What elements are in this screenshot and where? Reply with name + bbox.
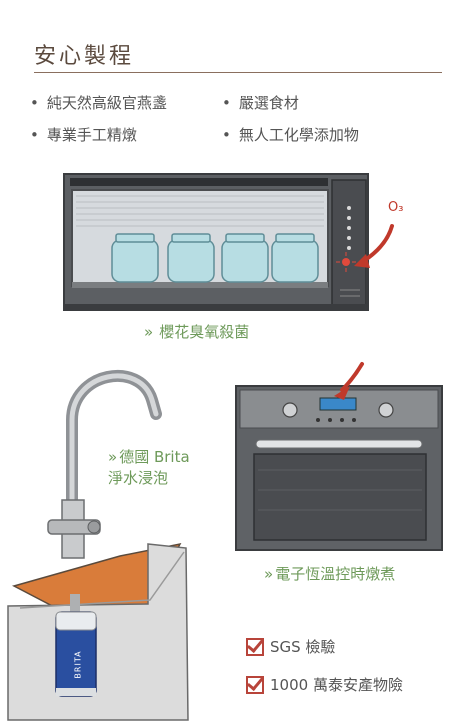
checkbox-checked-icon <box>246 675 264 694</box>
sterilizer-caption: » 櫻花臭氧殺菌 <box>144 321 249 342</box>
check-item-label: 1000 萬泰安產物險 <box>270 676 403 694</box>
caption-arrow-icon: » <box>264 565 274 583</box>
bullet-item: 嚴選食材 <box>222 92 299 113</box>
caption-arrow-icon: » <box>144 323 154 341</box>
brita-caption-line1: 德國 Brita <box>119 448 190 466</box>
bullet-item: 專業手工精燉 <box>30 124 137 145</box>
page-title: 安心製程 <box>34 44 135 69</box>
bullet-item: 無人工化學添加物 <box>222 124 359 145</box>
brita-caption-line2: 淨水浸泡 <box>108 469 169 487</box>
ozone-label: O₃ <box>388 200 404 215</box>
sterilizer-caption-text: 櫻花臭氧殺菌 <box>159 323 250 341</box>
check-item: 1000 萬泰安產物險 <box>246 674 403 695</box>
checkbox-checked-icon <box>246 637 264 656</box>
title-divider <box>34 72 442 73</box>
oven-caption: »電子恆溫控時燉煮 <box>264 563 395 584</box>
caption-arrow-icon: » <box>108 448 118 466</box>
bullet-item: 純天然高級官燕盞 <box>30 92 167 113</box>
brita-caption: »德國 Brita 淨水浸泡 <box>108 447 190 489</box>
check-item: SGS 檢驗 <box>246 636 335 657</box>
check-item-label: SGS 檢驗 <box>270 638 336 656</box>
oven-caption-text: 電子恆溫控時燉煮 <box>275 565 396 583</box>
